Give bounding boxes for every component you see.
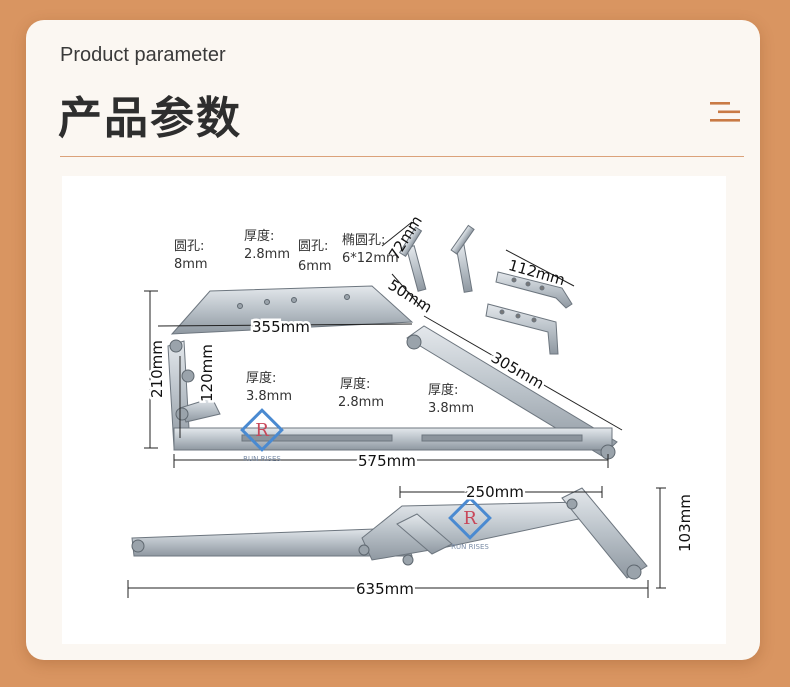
upper-hinge <box>167 285 618 457</box>
lower-hinge <box>131 487 648 579</box>
label-hole-6-line2: 6mm <box>298 259 332 274</box>
dim-210mm: 210mm <box>148 340 166 398</box>
l-brackets <box>485 271 573 355</box>
hinge-pins <box>398 224 475 293</box>
watermark-letter: R <box>255 420 269 441</box>
menu-lines-icon[interactable] <box>708 100 742 124</box>
label-hole-8-line2: 8mm <box>174 257 208 272</box>
label-thickness-28b-line2: 2.8mm <box>338 395 384 410</box>
dim-355mm: 355mm <box>252 318 310 336</box>
parameter-card: Product parameter 产品参数 <box>26 20 760 660</box>
header-divider <box>60 156 744 157</box>
label-thickness-28-line2: 2.8mm <box>244 247 290 262</box>
watermark-text-2: RUN RISES <box>451 543 489 551</box>
product-diagram-panel: R RUN RISES R RUN RISES 圆孔: 8mm 厚度: 2.8m… <box>62 176 726 644</box>
lower-rivets <box>131 498 642 580</box>
label-hole-8-line1: 圆孔: <box>174 239 204 254</box>
label-oval-hole-line1: 椭圆孔: <box>342 232 385 248</box>
label-thickness-38b-line2: 3.8mm <box>428 401 474 416</box>
brand-watermark-2: R RUN RISES <box>448 496 492 551</box>
hinge-diagram: R RUN RISES R RUN RISES 圆孔: 8mm 厚度: 2.8m… <box>127 212 697 601</box>
section-subtitle: Product parameter <box>60 44 226 66</box>
label-hole-6-line1: 圆孔: <box>298 239 328 254</box>
watermark-text: RUN RISES <box>243 455 281 463</box>
watermark-letter-2: R <box>463 508 477 529</box>
label-oval-hole-line2: 6*12mm <box>342 251 399 266</box>
label-thickness-38a-line2: 3.8mm <box>246 389 292 404</box>
brand-watermark: R RUN RISES <box>240 408 284 463</box>
dim-103mm: 103mm <box>676 494 694 552</box>
section-title: 产品参数 <box>58 93 242 144</box>
pivot-rivets <box>169 294 616 460</box>
label-thickness-38a-line1: 厚度: <box>246 370 276 386</box>
dimension-lines <box>127 221 666 598</box>
dim-635mm: 635mm <box>356 580 414 598</box>
dim-120mm: 120mm <box>198 344 216 402</box>
dim-575mm: 575mm <box>358 452 416 470</box>
label-thickness-28b-line1: 厚度: <box>340 376 370 392</box>
dim-250mm: 250mm <box>466 483 524 501</box>
label-thickness-28-line1: 厚度: <box>244 228 274 244</box>
label-thickness-38b-line1: 厚度: <box>428 382 458 398</box>
